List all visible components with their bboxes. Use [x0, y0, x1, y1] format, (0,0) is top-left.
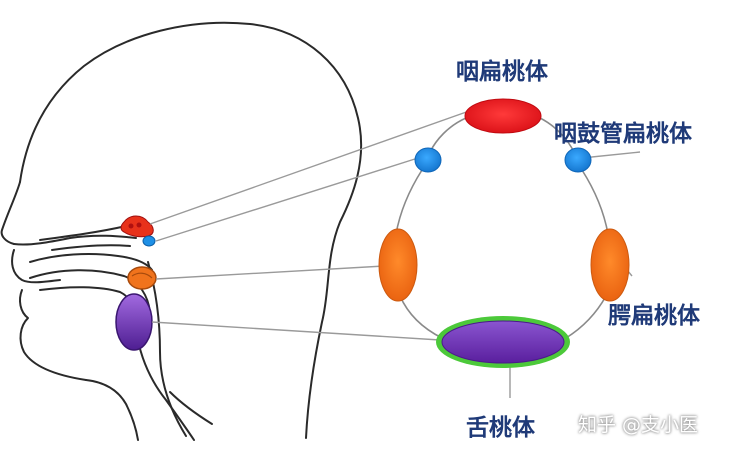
face-outline: [0, 181, 21, 245]
palatine-tonsil-left: [378, 228, 418, 302]
head-sagittal-outline: [0, 21, 363, 441]
head-tubal-tonsil: [142, 235, 156, 247]
leader-lingual: [151, 321, 441, 341]
leader-palatine: [155, 265, 385, 280]
palatine-tonsil-right: [590, 228, 630, 302]
head-palatine-tonsil: [127, 266, 157, 290]
head-outline: [19, 21, 363, 439]
pharyngeal-tonsil: [464, 98, 542, 134]
leader-pharyngeal: [149, 109, 473, 225]
leader-lines: [149, 109, 641, 398]
lingual-tonsil: [441, 320, 565, 364]
tubal-tonsil-right: [564, 147, 592, 173]
tubal-tonsil-left: [414, 147, 442, 173]
label-palatine-tonsil: 腭扁桃体: [608, 303, 700, 329]
label-pharyngeal-tonsil: 咽扁桃体: [456, 59, 548, 85]
head-pharyngeal-tonsil: [120, 215, 154, 238]
leader-tubal: [155, 157, 419, 242]
label-tubal-tonsil: 咽鼓管扁桃体: [554, 121, 692, 147]
watermark: 知乎 @支小医: [578, 414, 699, 436]
head-lingual-tonsil: [115, 293, 153, 351]
leader-tubal-right: [581, 151, 641, 159]
label-lingual-tonsil: 舌桃体: [466, 415, 535, 441]
